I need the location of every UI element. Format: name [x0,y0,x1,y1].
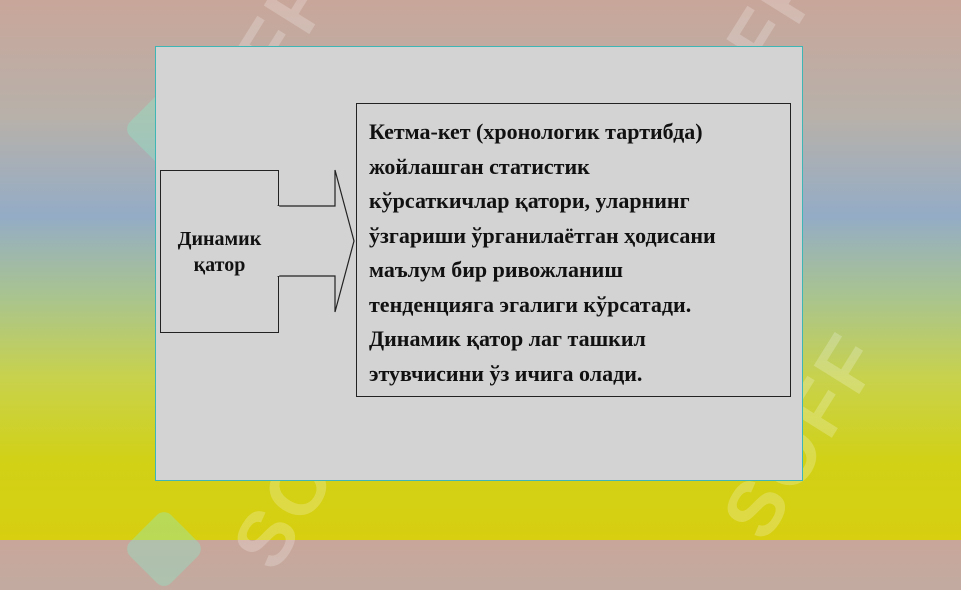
definition-line: маълум бир ривожланиш [369,257,623,282]
definition-line: этувчисини ўз ичига олади. [369,360,643,386]
definition-line: Динамик қатор лаг ташкил [369,326,646,351]
source-box-line-2: қатор [193,253,246,276]
definition-line: кўрсаткичлар қатори, уларнинг [369,188,690,213]
source-box: Динамик қатор [160,170,279,333]
definition-line: ўзгариши ўрганилаётган ҳодисани [369,222,716,248]
definition-line: Кетма-кет (хронологик тартибда) [369,119,703,144]
definition-line: жойлашган статистик [369,153,590,179]
watermark-logo-icon [122,507,206,590]
slide-panel [155,46,803,481]
definition-line: тенденцияга эгалиги кўрсатади. [369,291,692,317]
source-box-line-1: Динамик [177,227,262,250]
definition-box: Кетма-кет (хронологик тартибда) жойлашга… [356,103,791,397]
right-arrow-icon [277,169,355,313]
